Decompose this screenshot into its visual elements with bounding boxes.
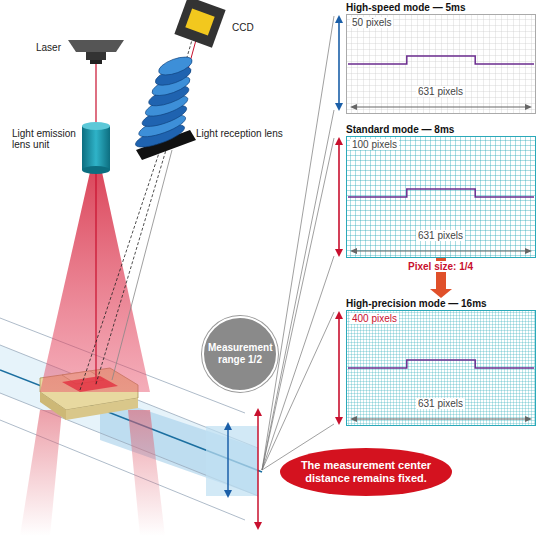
laser-beam [20,410,62,536]
pixel-grid [346,14,536,114]
note-text: The measurement center distance remains … [298,459,434,485]
pixel-count: 50 pixels [350,17,393,28]
mode-panel: Standard mode — 8ms 100 pixels 631 pixels [346,124,536,258]
range-circle: Measurement range 1/2 [202,316,278,392]
laser-head [68,40,124,64]
width-arrow [354,250,528,251]
width-arrow [354,418,528,419]
mode-panel: High-speed mode — 5ms 50 pixels 631 pixels [346,2,536,114]
circle-text: Measurement range 1/2 [208,342,272,366]
arrow-head [350,248,357,254]
arrow-head [525,416,532,422]
pixel-count: 100 pixels [350,139,399,150]
leader-lines [262,16,334,470]
grid-area [347,311,536,426]
range-arrows [224,408,262,530]
pixel-count: 631 pixels [416,398,465,409]
arrow-head [525,104,532,110]
part-label: Light reception lens [196,128,286,139]
pixel-count: 631 pixels [416,230,465,241]
emission-lens-unit [82,122,110,174]
laser-beam [128,410,165,536]
pixel-count: 400 pixels [350,313,399,324]
mode-panel: High-precision mode — 16ms 400 pixels 631 … [346,298,536,426]
mode-heading: Standard mode — 8ms [346,124,454,135]
range-arrows [335,15,343,425]
part-label: Light emission lens unit [12,128,78,150]
width-arrow [354,106,528,107]
arrow-head [350,104,357,110]
reflected-light [80,40,196,390]
note-ellipse: The measurement center distance remains … [280,448,452,496]
pixel-count: 631 pixels [416,86,465,97]
grid-area [347,15,536,114]
profile-line [348,360,534,368]
profile-line [348,189,534,197]
arrow-head [525,248,532,254]
edge-label: Pixel size: 1/4 [406,261,475,272]
mode-heading: High-speed mode — 5ms [346,2,465,13]
laser-axis [95,58,96,385]
laser-spot [62,376,118,392]
arrow-head [350,416,357,422]
part-label: Laser [36,42,61,53]
laser-beam [40,172,150,392]
reception-lens [133,53,196,160]
part-label: CCD [232,22,254,33]
profile-line [348,56,534,64]
mode-heading: High-precision mode — 16ms [346,298,487,309]
arrow-head [430,289,452,298]
grid-area [347,137,536,258]
ccd-sensor [174,0,225,48]
